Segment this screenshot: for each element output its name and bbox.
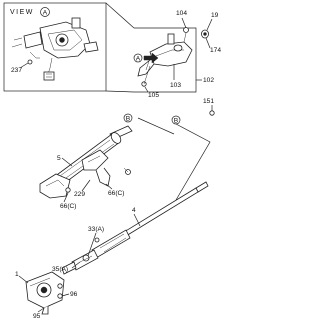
intermediate-shaft <box>61 181 209 275</box>
marker-b-2: B <box>174 118 179 125</box>
inset-leader-top <box>105 2 135 29</box>
callout-104: 104 <box>176 10 187 17</box>
callout-237: 237 <box>11 67 22 74</box>
view-direction-arrow: A <box>133 52 159 64</box>
callout-66c-1: 66(C) <box>108 190 125 197</box>
callout-229: 229 <box>74 191 85 198</box>
callout-151: 151 <box>203 98 214 105</box>
callout-174: 174 <box>210 47 221 54</box>
marker-b-1: B <box>126 116 131 123</box>
marker-a: A <box>136 56 141 63</box>
exploded-parts-diagram: VIEW A 237 <box>3 2 221 320</box>
callout-66c-2: 66(C) <box>60 203 77 210</box>
callout-4: 4 <box>132 207 136 214</box>
view-marker-circle <box>40 7 50 17</box>
upper-bracket-group <box>134 27 209 93</box>
callout-1: 1 <box>15 271 19 278</box>
callout-105: 105 <box>148 92 159 99</box>
b-leader <box>175 123 211 201</box>
callout-35a: 35(A) <box>52 266 68 273</box>
callout-102: 102 <box>203 77 214 84</box>
callout-95: 95 <box>33 313 41 320</box>
marker-b-circle-1 <box>123 113 133 123</box>
callout-19: 19 <box>211 12 219 19</box>
callout-5: 5 <box>57 155 61 162</box>
view-a-inset: VIEW A 237 <box>3 2 107 92</box>
steering-column <box>39 117 175 199</box>
inset-leader-bottom <box>105 90 135 93</box>
callout-103: 103 <box>170 82 181 89</box>
steering-gear-box <box>25 271 65 315</box>
callout-33a: 33(A) <box>88 226 104 233</box>
bolt-33a <box>94 237 100 243</box>
callout-96: 96 <box>70 291 78 298</box>
view-marker: A <box>43 10 48 17</box>
bolt-151 <box>209 110 215 116</box>
view-title: VIEW <box>10 9 34 16</box>
view-a-mechanism <box>11 17 99 81</box>
diagram-canvas: VIEW A 237 <box>3 2 221 320</box>
